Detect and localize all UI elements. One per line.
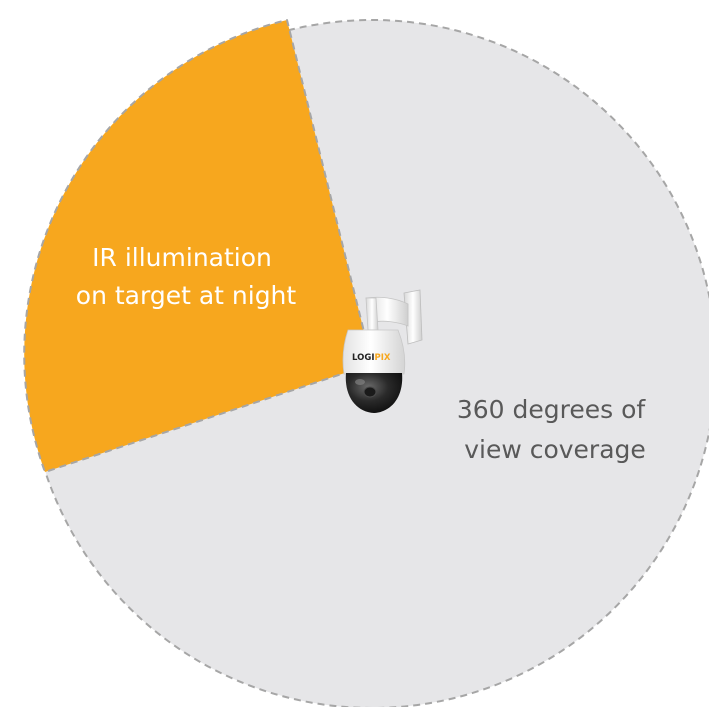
ir-label-line-2: on target at night — [76, 281, 297, 310]
view-label-line-1: 360 degrees of — [457, 395, 647, 424]
camera-body — [342, 329, 406, 375]
camera-wall-mount — [403, 289, 423, 345]
view-label-line-2: view coverage — [464, 435, 646, 464]
camera-housing — [365, 297, 379, 331]
camera-lens — [363, 386, 377, 398]
ir-label-line-1: IR illumination — [92, 243, 272, 272]
camera-brand-logo: LOGIPIX — [352, 353, 391, 363]
view-coverage-label: 360 degrees of view coverage — [457, 395, 653, 464]
ptz-camera-icon: LOGIPIX — [342, 289, 423, 413]
ir-illumination-label: IR illumination on target at night — [76, 243, 297, 310]
ir-illumination-sector — [23, 19, 373, 473]
camera-dome-highlight — [355, 379, 365, 385]
